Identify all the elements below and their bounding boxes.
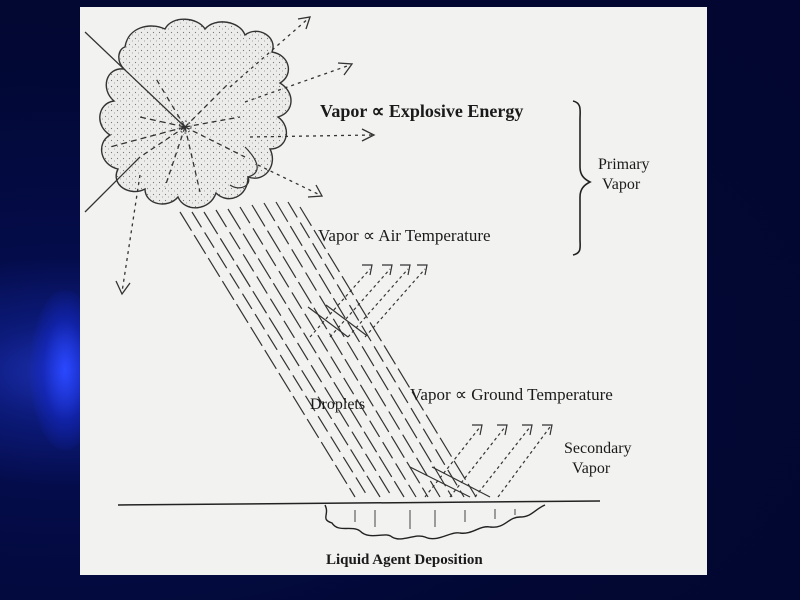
explosive-energy-label: Vapor ∝ Explosive Energy <box>320 101 523 121</box>
secondary-vapor-label-line1: Secondary <box>564 440 632 457</box>
ground-vapor-arrows <box>409 424 553 498</box>
liquid-deposition-label: Liquid Agent Deposition <box>326 552 483 568</box>
secondary-vapor-label-line2: Vapor <box>572 460 611 477</box>
primary-vapor-arrows <box>115 16 376 296</box>
air-temperature-label: Vapor ∝ Air Temperature <box>318 226 491 245</box>
burst-rays <box>84 31 246 213</box>
ground-surface <box>117 500 601 540</box>
primary-vapor-bracket <box>572 100 592 256</box>
primary-vapor-label-line1: Primary <box>598 156 650 173</box>
air-vapor-arrows <box>307 264 428 338</box>
ground-temperature-label: Vapor ∝ Ground Temperature <box>410 385 613 404</box>
droplet-streaks <box>179 201 477 498</box>
vapor-diagram: Vapor ∝ Explosive Energy Vapor ∝ Air Tem… <box>84 16 650 568</box>
droplets-label: Droplets <box>310 396 365 413</box>
explosion-cloud <box>99 18 292 209</box>
primary-vapor-label-line2: Vapor <box>602 176 641 193</box>
figure-panel: Vapor ∝ Explosive Energy Vapor ∝ Air Tem… <box>80 7 707 575</box>
